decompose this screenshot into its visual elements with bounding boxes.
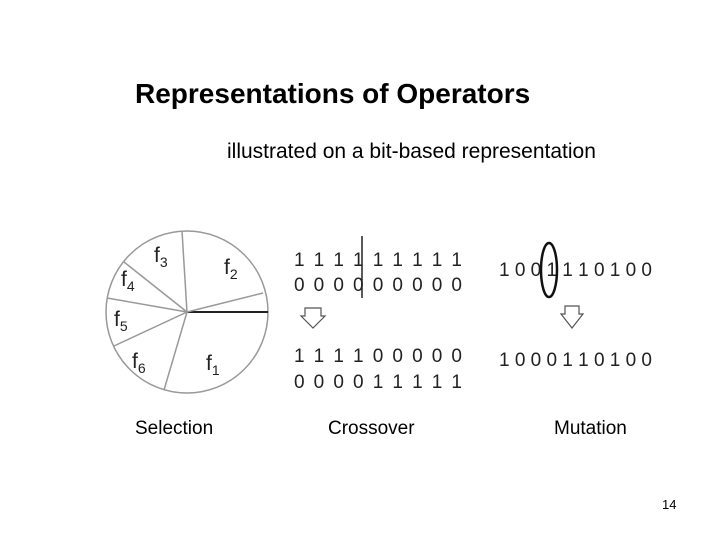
slice-divider <box>113 311 188 347</box>
page-number: 14 <box>662 497 677 512</box>
slice-label-f3: f3 <box>154 244 168 270</box>
slice-label-f6: f6 <box>132 350 146 376</box>
mutation-after-bits: 1 0 0 0 1 1 0 1 0 0 <box>499 350 652 371</box>
slice-label-f5: f5 <box>114 308 128 334</box>
down-arrow-icon <box>299 307 327 329</box>
parent-2-bits: 0 0 0 0 0 0 0 0 0 <box>294 275 462 296</box>
selection-caption: Selection <box>135 418 214 439</box>
slice-label-f1: f1 <box>206 352 220 378</box>
crossover-caption: Crossover <box>328 418 415 439</box>
slice-divider <box>106 297 188 313</box>
mutation-before-bits: 1 0 0 1 1 1 0 1 0 0 <box>499 260 652 281</box>
mutation-caption: Mutation <box>554 418 627 439</box>
parent-1-bits: 1 1 1 1 1 1 1 1 1 <box>294 250 462 271</box>
slice-label-f2: f2 <box>224 256 238 282</box>
down-arrow-icon <box>559 305 585 329</box>
offspring-1-bits: 1 1 1 1 0 0 0 0 0 <box>294 346 462 367</box>
offspring-2-bits: 0 0 0 0 1 1 1 1 1 <box>294 372 462 393</box>
mutated-bit-marker <box>539 241 559 299</box>
slide-subtitle: illustrated on a bit-based representatio… <box>227 140 596 163</box>
slice-divider <box>123 261 188 313</box>
slice-divider <box>163 311 188 391</box>
slice-label-f4: f4 <box>121 268 135 294</box>
slice-divider <box>181 230 188 313</box>
slide-title: Representations of Operators <box>135 78 531 109</box>
slice-divider <box>186 292 264 313</box>
